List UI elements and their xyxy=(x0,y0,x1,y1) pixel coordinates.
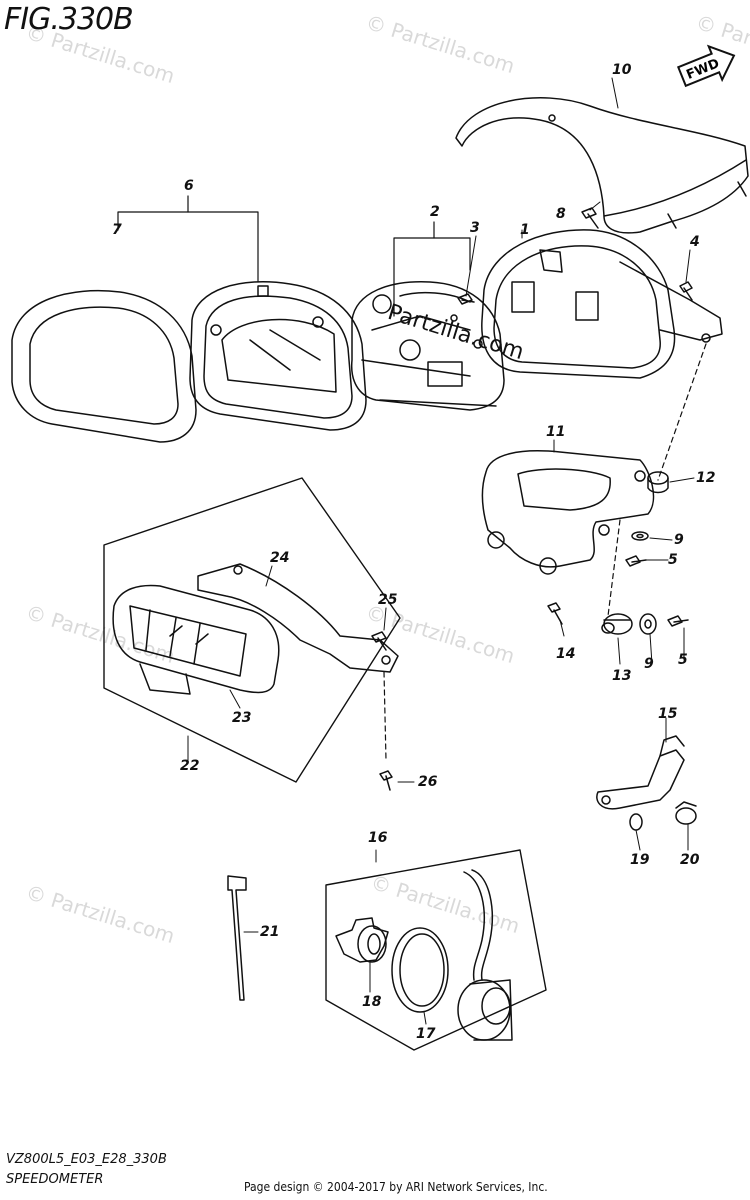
washer-part-9 xyxy=(631,531,649,541)
callout-9: 9 xyxy=(674,532,684,548)
callout-15: 15 xyxy=(658,706,678,722)
callout-10: 10 xyxy=(612,62,632,78)
kit-box-outline xyxy=(103,477,401,783)
callout-2: 2 xyxy=(430,204,440,220)
callout-19: 19 xyxy=(630,852,650,868)
bracket-arm-part xyxy=(197,563,399,673)
model-code: VZ800L5_E03_E28_330B xyxy=(6,1152,167,1167)
callout-1: 1 xyxy=(520,222,530,238)
sensor-bracket-part xyxy=(596,735,685,810)
callout-leaders xyxy=(187,77,695,1025)
sensor-kit-box-outline xyxy=(325,849,547,1051)
screw-part-5 xyxy=(625,555,647,567)
callout-16: 16 xyxy=(368,830,388,846)
callout-26: 26 xyxy=(418,774,438,790)
callout-5: 5 xyxy=(668,552,678,568)
callout-5-lower: 5 xyxy=(678,652,688,668)
callout-9-lower: 9 xyxy=(644,656,654,672)
callout-14: 14 xyxy=(556,646,576,662)
callout-4: 4 xyxy=(690,234,700,250)
leader-lines xyxy=(383,343,707,761)
screw-part-8 xyxy=(581,207,599,229)
callout-11: 11 xyxy=(546,424,566,440)
screw-part-4 xyxy=(679,281,693,301)
sensor-rotor-part xyxy=(335,917,389,963)
top-cover-part xyxy=(455,97,749,234)
trim-ring-part xyxy=(11,289,197,443)
seal-ring-part xyxy=(391,927,449,1013)
callout-20: 20 xyxy=(680,852,700,868)
forward-arrow-icon: FWD xyxy=(676,44,736,88)
bracket-plate-part xyxy=(481,450,655,575)
callout-13: 13 xyxy=(612,668,632,684)
callout-7: 7 xyxy=(112,222,122,238)
callout-23: 23 xyxy=(232,710,252,726)
screw-part-25 xyxy=(371,631,387,651)
grommet-part-12 xyxy=(647,471,669,494)
lcd-module-part xyxy=(112,584,280,695)
section-name: SPEEDOMETER xyxy=(6,1172,104,1187)
washer-part-9-lower xyxy=(639,613,657,635)
figure-title: FIG.330B xyxy=(4,2,134,37)
screw-part-3 xyxy=(457,293,475,305)
callout-6: 6 xyxy=(184,178,194,194)
cable-tie-part xyxy=(227,875,247,1001)
clip-part-20 xyxy=(675,801,697,825)
callout-21: 21 xyxy=(260,924,280,940)
callout-17: 17 xyxy=(416,1026,436,1042)
callout-12: 12 xyxy=(696,470,716,486)
grommet-part-13 xyxy=(601,613,633,635)
group-brackets xyxy=(117,195,471,317)
callout-24: 24 xyxy=(270,550,290,566)
callout-25: 25 xyxy=(378,592,398,608)
callout-18: 18 xyxy=(362,994,382,1010)
callout-3: 3 xyxy=(470,220,480,236)
speed-sensor-part xyxy=(457,869,513,1041)
lens-frame-part xyxy=(189,281,367,431)
callout-8: 8 xyxy=(556,206,566,222)
screw-part-5-lower xyxy=(667,615,689,627)
screw-part-26 xyxy=(379,770,393,791)
washer-part-19 xyxy=(629,813,643,831)
copyright-notice: Page design © 2004-2017 by ARI Network S… xyxy=(244,1180,548,1194)
callout-22: 22 xyxy=(180,758,200,774)
